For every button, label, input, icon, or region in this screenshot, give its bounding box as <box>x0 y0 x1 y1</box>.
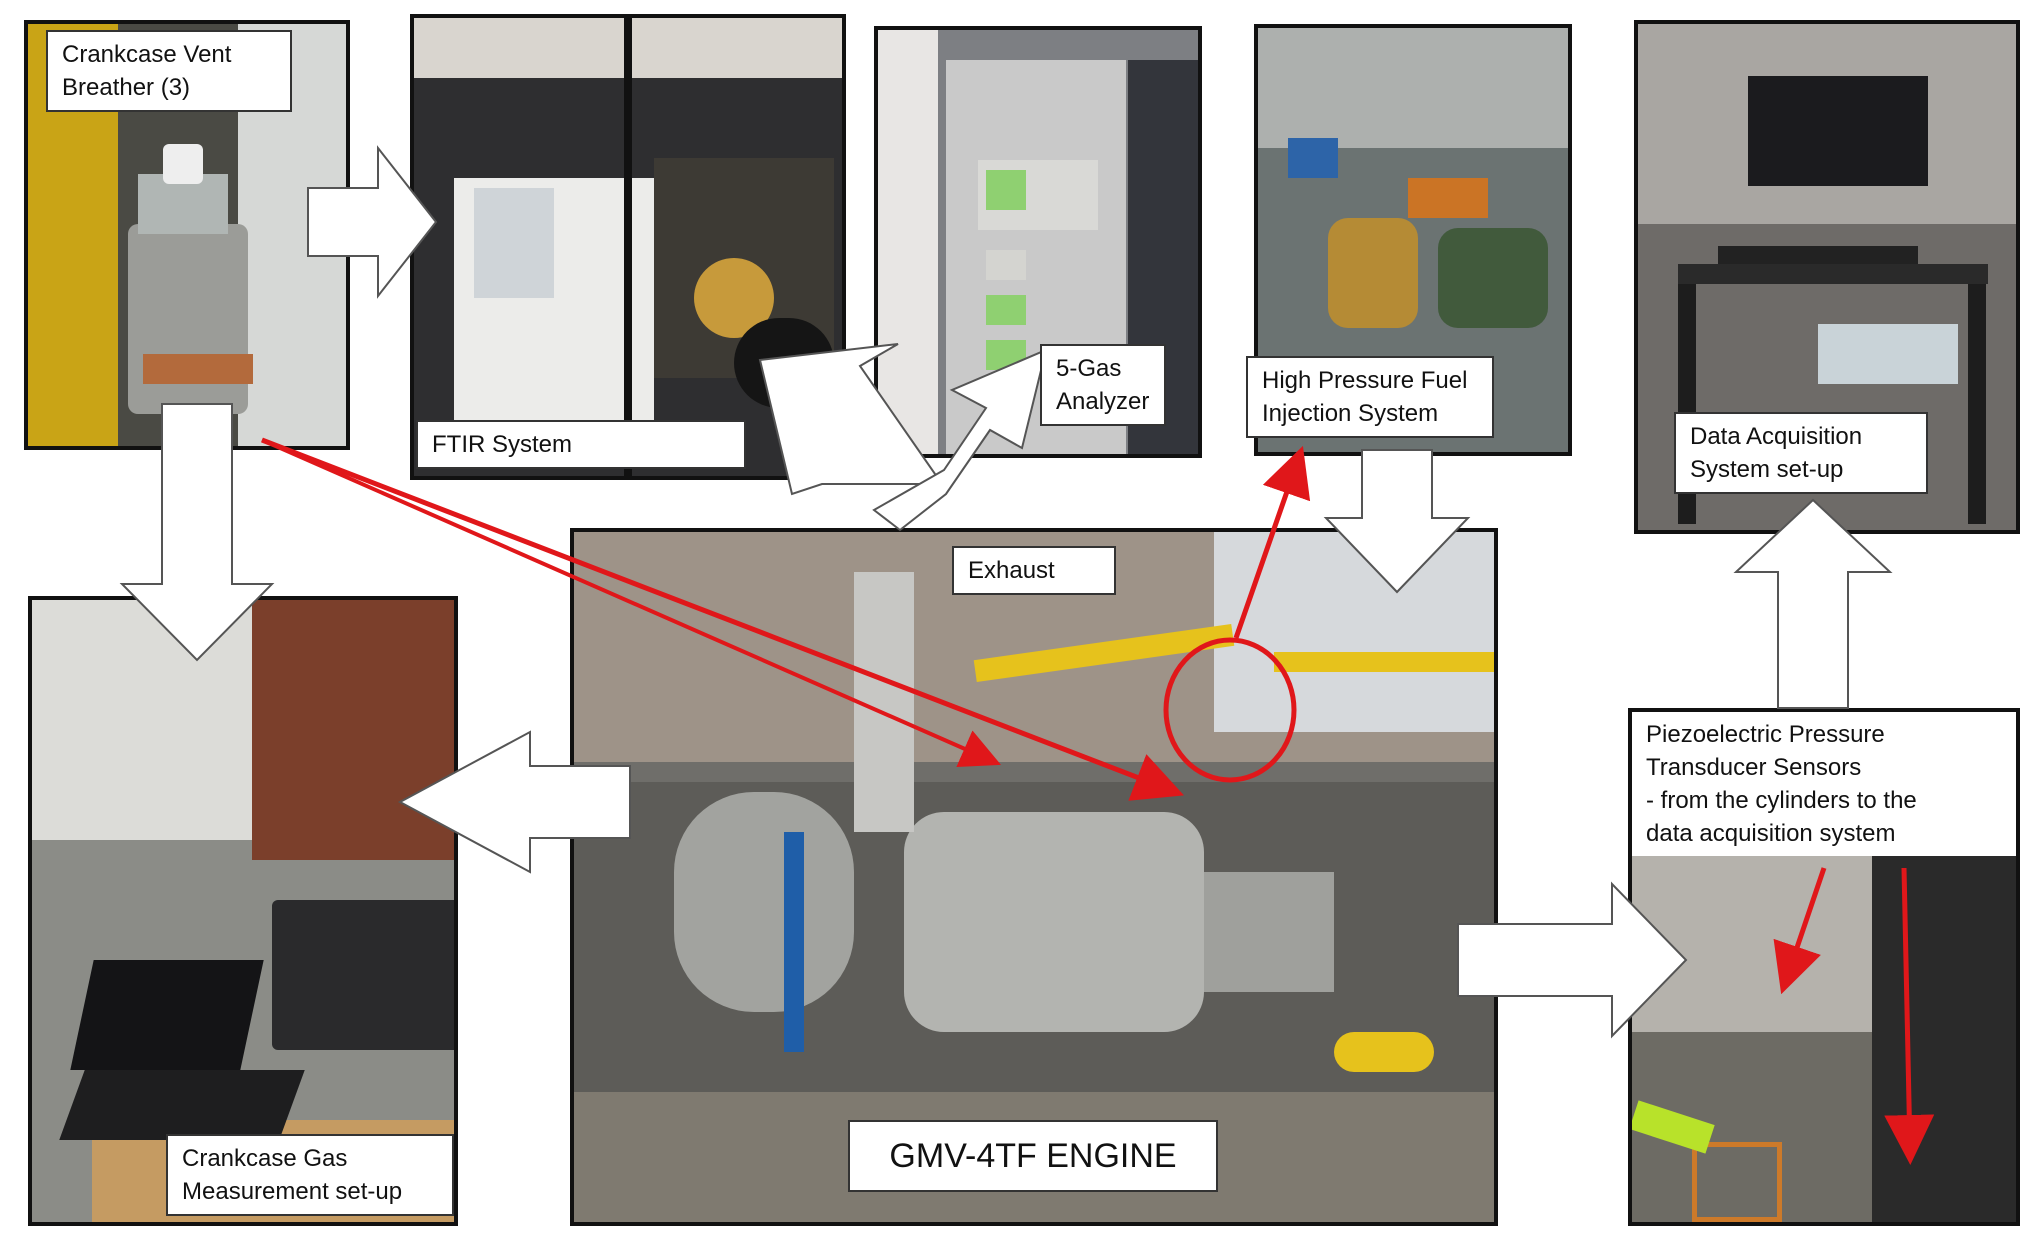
label-high-pressure-fuel-injection: High Pressure Fuel Injection System <box>1246 356 1494 438</box>
photo-crankcase-gas-measurement <box>28 596 458 1226</box>
pointer-injectors-to-high-pressure <box>1233 445 1311 639</box>
label-exhaust: Exhaust <box>952 546 1116 595</box>
label-piezoelectric-sensors: Piezoelectric Pressure Transducer Sensor… <box>1632 712 2016 856</box>
label-five-gas-analyzer: 5-Gas Analyzer <box>1040 344 1166 426</box>
arrow-exhaust-to-five-gas <box>872 348 1048 532</box>
arrow-engine-to-crankcase-gas <box>397 730 631 874</box>
label-crankcase-vent-breather: Crankcase Vent Breather (3) <box>46 30 292 112</box>
highlight-circle-injectors <box>1163 637 1297 783</box>
pointer-piezo-2 <box>1884 867 1935 1165</box>
arrow-vent-to-ftir <box>307 145 438 299</box>
arrow-vent-to-crankcase-gas <box>119 403 275 662</box>
label-data-acquisition: Data Acquisition System set-up <box>1674 412 1928 494</box>
pointer-piezo-1 <box>1773 867 1827 995</box>
arrow-exhaust-to-ftir <box>758 343 944 496</box>
pointer-vent-to-engine-2 <box>261 438 1001 768</box>
label-crankcase-gas-measurement: Crankcase Gas Measurement set-up <box>166 1134 454 1216</box>
photo-ftir-system <box>410 14 846 480</box>
label-gmv-4tf-engine: GMV-4TF ENGINE <box>848 1120 1218 1192</box>
pointer-vent-to-engine-1 <box>261 437 1184 801</box>
label-ftir-system: FTIR System <box>416 420 746 469</box>
arrow-high-pressure-to-engine <box>1323 449 1471 594</box>
arrow-piezo-to-daq <box>1733 498 1893 709</box>
arrow-engine-to-piezo <box>1457 881 1688 1039</box>
